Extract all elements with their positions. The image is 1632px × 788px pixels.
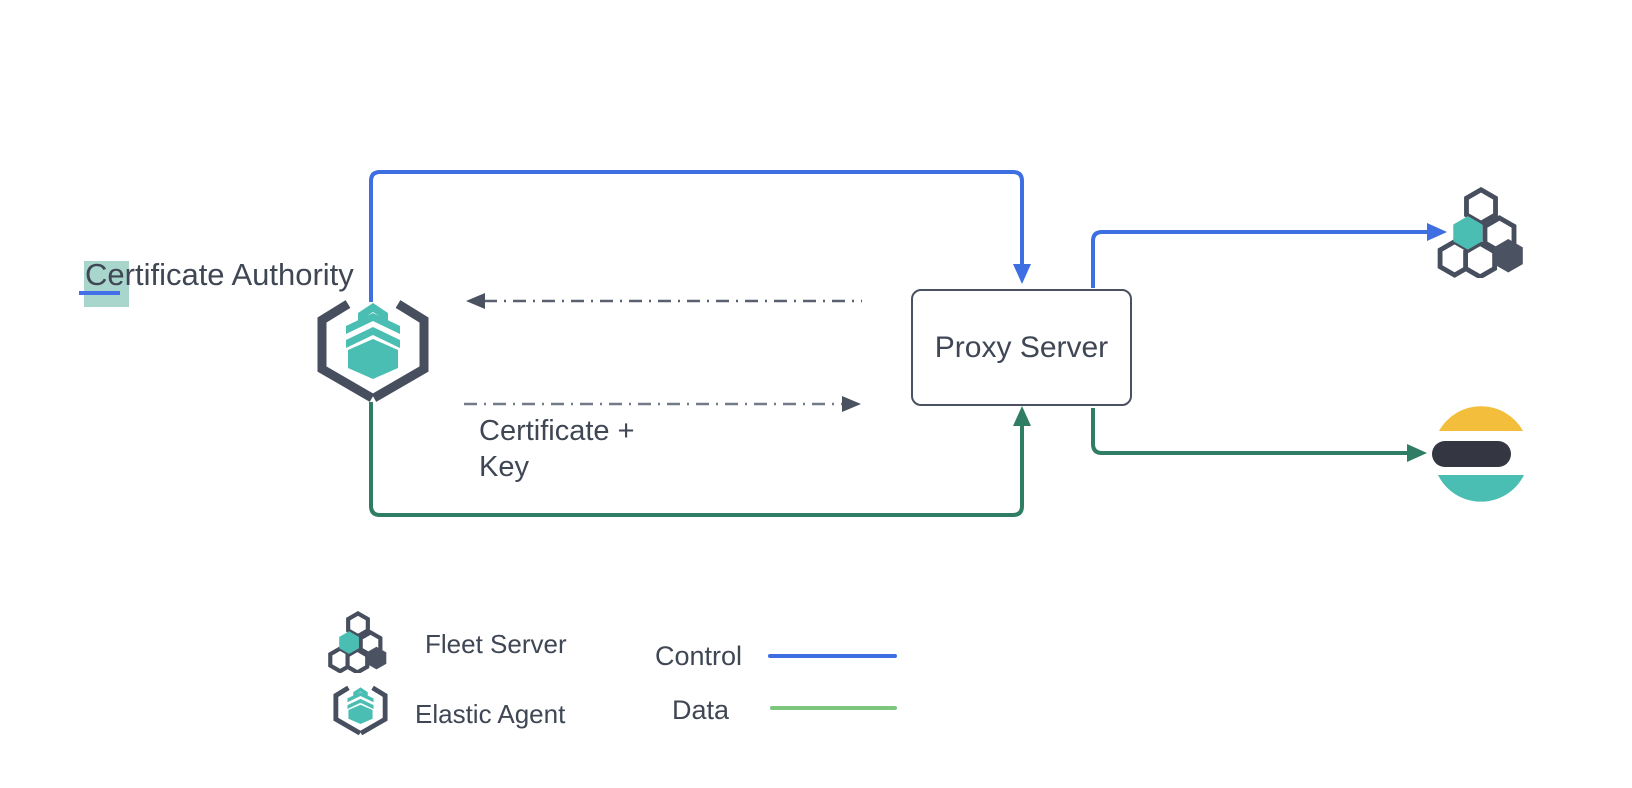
certificate-key-line2: Key [479, 451, 529, 483]
selected-character: C [85, 257, 108, 292]
agent-chevron-top [358, 303, 388, 322]
fleet-dark-hexagon [1493, 239, 1523, 273]
elasticsearch-ink-bar [1432, 441, 1511, 467]
dashed-connector-to-proxy[interactable] [464, 396, 861, 412]
certificate-authority-text: ertificate Authority [107, 257, 354, 292]
text-cursor-underline [79, 291, 120, 295]
arrowhead-right-icon [1427, 223, 1447, 241]
agent-hexagon [348, 339, 398, 379]
elastic-agent-icon[interactable] [314, 297, 432, 405]
control-connector-agent-to-proxy[interactable] [369, 170, 1031, 302]
certificate-key-annotation[interactable]: Certificate + Key [479, 413, 635, 485]
legend-control-label: Control [655, 641, 743, 671]
legend-elastic-agent-label: Elastic Agent [415, 699, 566, 729]
arrowhead-left-icon [466, 293, 485, 309]
certificate-authority-label[interactable]: Certificate Authority [85, 256, 354, 294]
agent-bracket-right [371, 300, 429, 402]
agent-bracket-left [317, 300, 375, 402]
elasticsearch-icon[interactable] [1430, 403, 1530, 505]
agent-chevron-bottom [346, 327, 400, 348]
fleet-server-icon[interactable] [1437, 186, 1525, 278]
elasticsearch-teal-cap [1438, 475, 1524, 502]
dashed-connector-to-agent[interactable] [466, 293, 862, 309]
data-connector-proxy-to-elasticsearch[interactable] [1091, 408, 1427, 462]
arrowhead-right-icon [842, 396, 861, 412]
fleet-teal-hexagon [1453, 216, 1483, 250]
arrowhead-down-icon [1013, 264, 1031, 284]
legend-fleet-server-icon [328, 611, 387, 673]
legend-control-line [768, 654, 897, 658]
arrowhead-up-icon [1013, 406, 1031, 426]
arrowhead-right-icon [1407, 444, 1427, 462]
legend-elastic-agent-icon [333, 685, 388, 736]
certificate-key-line1: Certificate + [479, 415, 635, 447]
legend-data-label: Data [672, 695, 730, 725]
legend-fleet-server-label: Fleet Server [425, 629, 567, 659]
proxy-server-label: Proxy Server [934, 330, 1109, 364]
control-connector-proxy-to-fleet[interactable] [1091, 223, 1447, 288]
agent-chevron-middle [346, 313, 400, 334]
elasticsearch-yellow-cap [1439, 406, 1523, 431]
data-connector-agent-to-proxy[interactable] [369, 402, 1031, 517]
selection-highlight [84, 261, 129, 307]
proxy-server-box[interactable]: Proxy Server [911, 289, 1132, 406]
legend-data-line [770, 706, 897, 710]
